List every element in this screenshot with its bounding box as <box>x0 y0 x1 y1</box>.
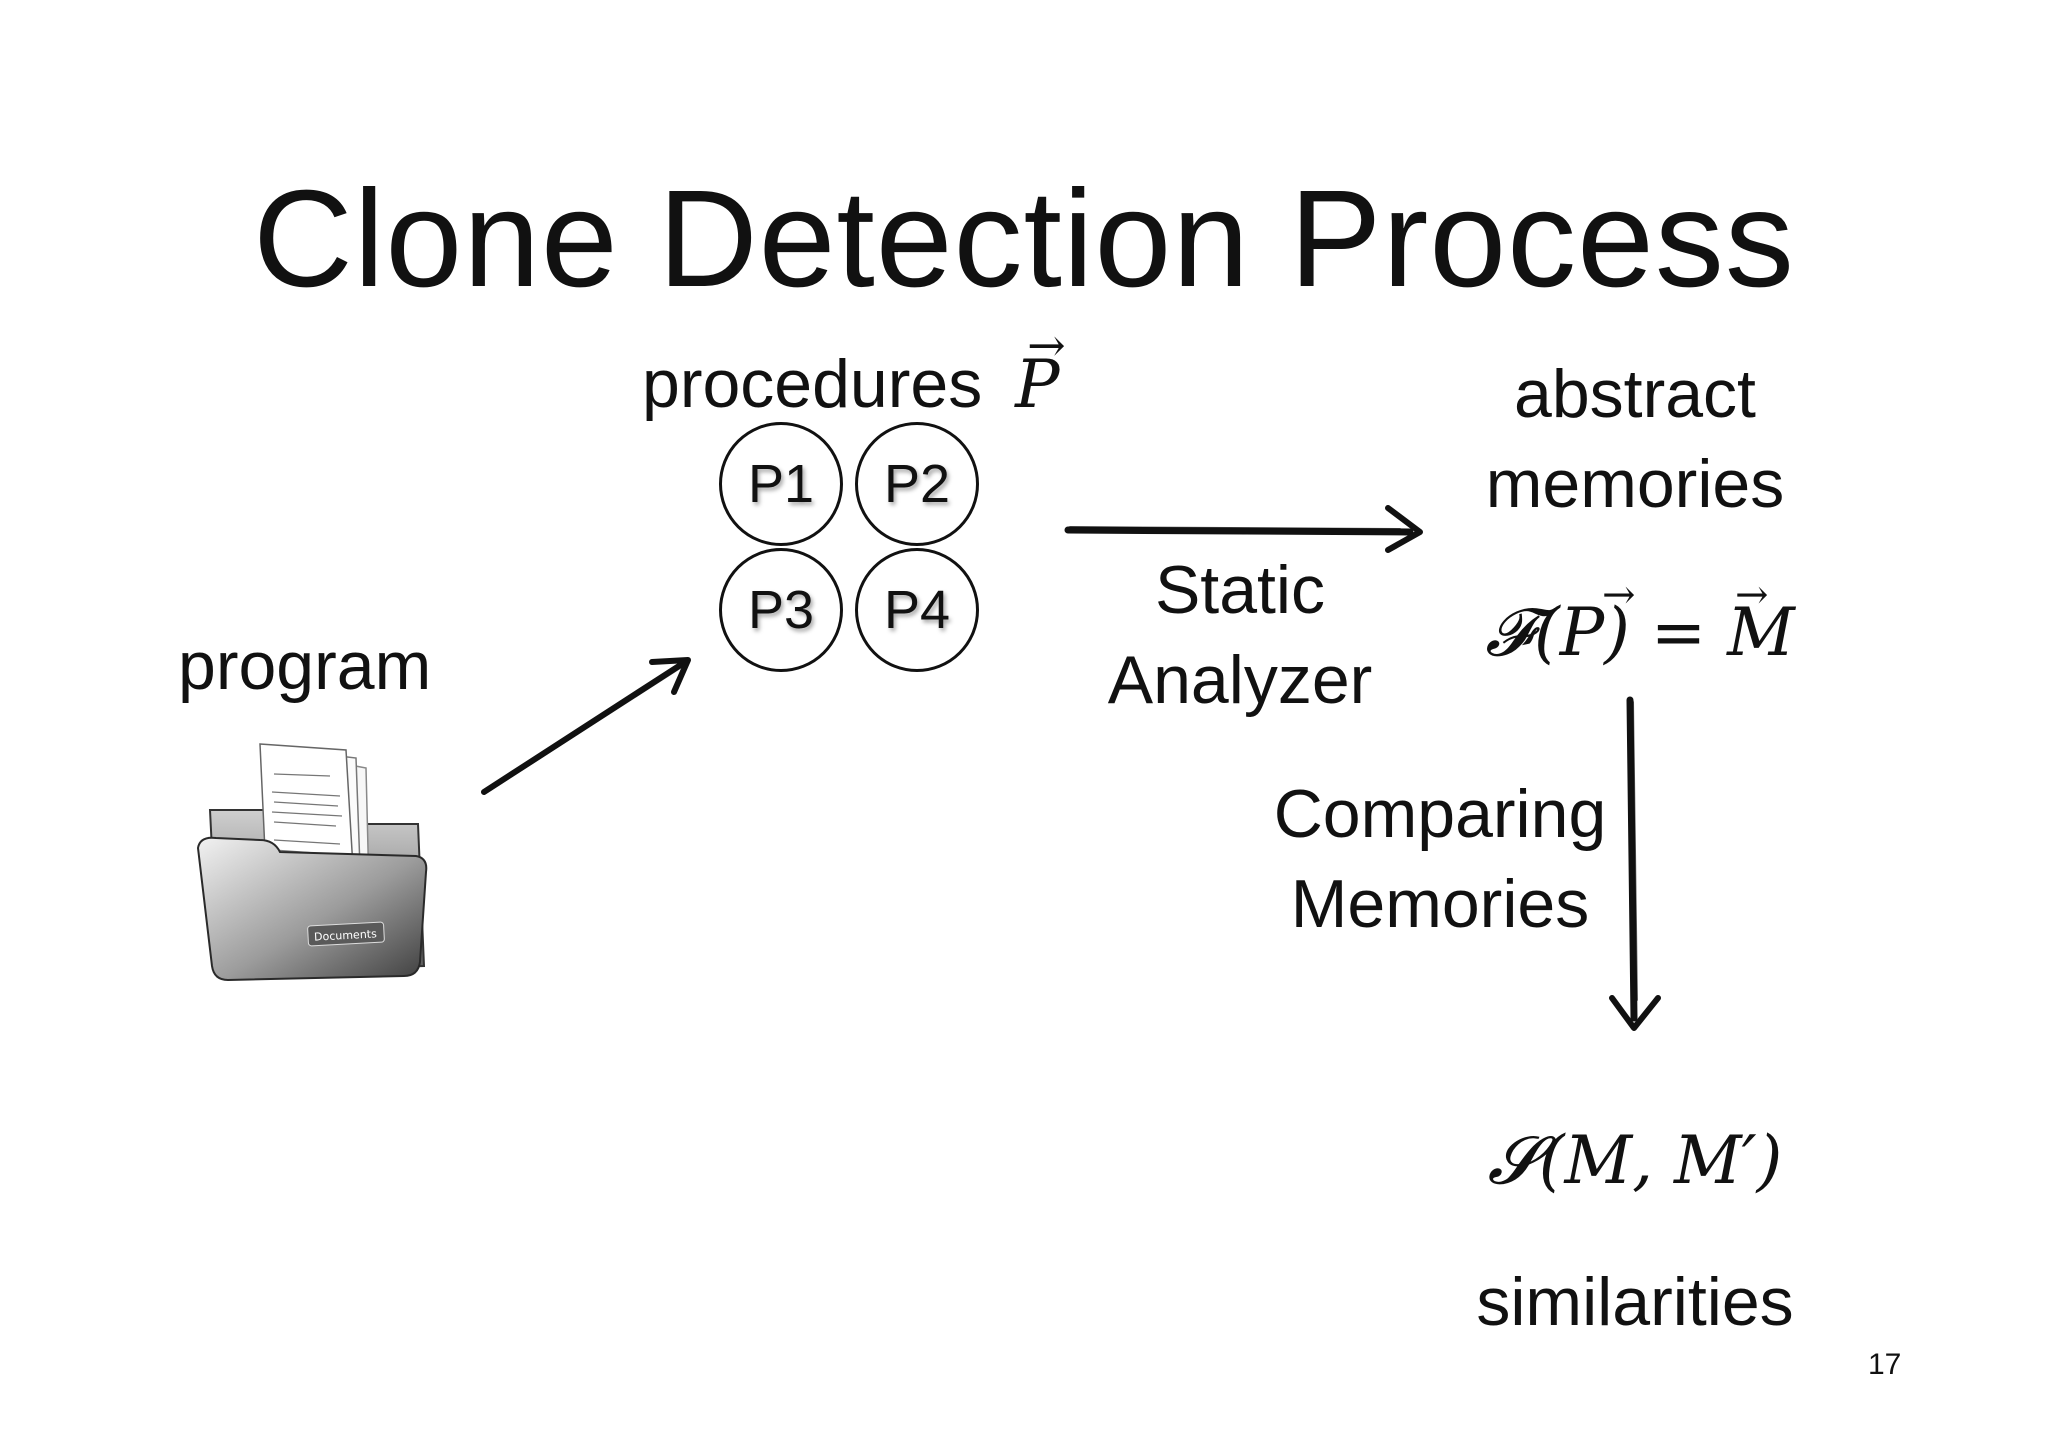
formula-vector-arrow-p-icon: → <box>1602 572 1636 618</box>
abstract-line-1: abstract <box>1514 356 1756 432</box>
arrow-program-to-procedures <box>481 657 691 795</box>
static-analyzer-line-1: Static <box>1154 552 1326 628</box>
similarity-formula: 𝓢(M, M′) <box>1487 1122 1783 1199</box>
static-analyzer-label: Static Analyzer <box>1090 556 1390 714</box>
documents-folder-icon: Documents <box>196 743 428 982</box>
formula-vector-arrow-m-icon: → <box>1735 572 1769 618</box>
abstraction-formula: 𝓕(P) = M <box>1485 594 1795 671</box>
procedure-circle-p1: P1 <box>719 422 843 546</box>
procedures-symbol: P <box>1015 346 1060 423</box>
program-label: program <box>178 628 432 704</box>
arrow-comparing-memories <box>1609 696 1661 1031</box>
arrow-static-analyzer <box>1064 505 1423 553</box>
similarities-label: similarities <box>1476 1264 1794 1340</box>
abstract-memories-label: abstract memories <box>1470 360 1800 518</box>
slide-title: Clone Detection Process <box>253 162 1795 316</box>
static-analyzer-line-2: Analyzer <box>1107 642 1373 718</box>
comparing-line-1: Comparing <box>1273 776 1607 852</box>
comparing-line-2: Memories <box>1290 866 1590 942</box>
procedure-circle-p3: P3 <box>719 548 843 672</box>
procedures-label: procedures → P <box>642 322 1066 418</box>
procedures-vector-symbol: → P <box>1015 322 1066 418</box>
procedure-circle-p2: P2 <box>855 422 979 546</box>
vector-arrow-icon: → <box>1027 318 1066 372</box>
folder-tab-text: Documents <box>314 927 378 943</box>
comparing-memories-label: Comparing Memories <box>1270 780 1610 938</box>
page-number: 17 <box>1868 1348 1902 1381</box>
procedures-text: procedures <box>642 346 983 422</box>
abstract-line-2: memories <box>1485 446 1785 522</box>
procedure-circle-p4: P4 <box>855 548 979 672</box>
